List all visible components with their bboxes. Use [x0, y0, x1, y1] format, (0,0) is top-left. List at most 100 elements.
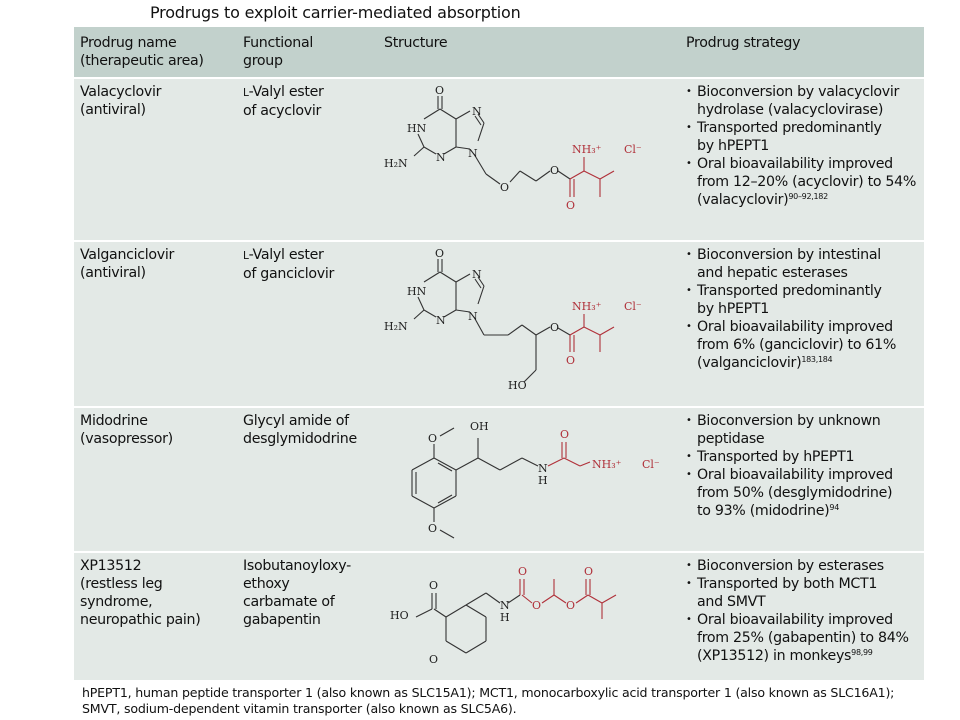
list-item: Bioconversion by intestinal and hepatic e…: [686, 246, 924, 282]
table-row: Valacyclovir (antiviral) L-Valyl ester o…: [74, 79, 924, 240]
atom-label: O: [428, 432, 437, 445]
group-text: -Valyl ester: [248, 84, 324, 100]
header-prodrug-strategy: Prodrug strategy: [686, 35, 801, 51]
strategy-text: Oral bioavailability improved: [697, 612, 893, 628]
group-line: gabapentin: [243, 612, 321, 628]
atom-label: N: [500, 599, 510, 612]
atom-label: O: [550, 321, 559, 334]
atom-label: O: [566, 599, 575, 612]
atom-label: HN: [407, 122, 427, 135]
name-line: XP13512: [80, 558, 142, 574]
strategy-text: Bioconversion by unknown: [697, 413, 881, 429]
xp13512-structure: HO O N H O O O: [390, 565, 617, 666]
group-line: of ganciclovir: [243, 266, 335, 282]
midodrine-structure: O O OH N H O NH₃⁺ Cl⁻: [411, 420, 660, 539]
group-line: ethoxy: [243, 576, 290, 592]
atom-label: H₂N: [384, 320, 408, 333]
list-item: Transported by hPEPT1: [686, 448, 924, 466]
header-text: Functional: [243, 35, 313, 51]
atom-label: O: [584, 565, 593, 578]
strategy-text-part: (XP13512) in monkeys: [697, 648, 852, 664]
prodrug-name: Valacyclovir (antiviral): [80, 83, 230, 119]
strategy-text: Oral bioavailability improved: [697, 319, 893, 335]
atom-label: OH: [470, 420, 489, 433]
valacyclovir-structure: O HN N N N H₂N O O O NH₃⁺: [384, 84, 642, 212]
strategy-text: Bioconversion by valacyclovir: [697, 84, 900, 100]
page-title: Prodrugs to exploit carrier-mediated abs…: [150, 3, 521, 22]
strategy-text: Transported by hPEPT1: [697, 449, 855, 465]
list-item: Bioconversion by esterases: [686, 557, 924, 575]
footnote-line: hPEPT1, human peptide transporter 1 (als…: [82, 685, 895, 700]
strategy-list: Bioconversion by esterases Transported b…: [686, 557, 924, 665]
functional-group: Glycyl amide of desglymidodrine: [243, 412, 393, 448]
name-line: Midodrine: [80, 413, 148, 429]
functional-group: L-Valyl ester of acyclovir: [243, 83, 393, 120]
group-line: carbamate of: [243, 594, 335, 610]
atom-label: O: [429, 579, 438, 592]
name-line: (antiviral): [80, 265, 146, 281]
atom-label: N: [436, 314, 446, 327]
table-row: Midodrine (vasopressor) Glycyl amide of …: [74, 408, 924, 551]
atom-label: HN: [407, 285, 427, 298]
atom-label: O: [566, 354, 575, 367]
atom-label: N: [436, 151, 446, 164]
atom-label: O: [550, 164, 559, 177]
functional-group: Isobutanoyloxy- ethoxy carbamate of gaba…: [243, 557, 393, 629]
name-line: (antiviral): [80, 102, 146, 118]
atom-label: O: [435, 247, 444, 260]
name-line: Valacyclovir: [80, 84, 162, 100]
strategy-text: Bioconversion by esterases: [697, 558, 884, 574]
header-structure: Structure: [384, 35, 448, 51]
atom-label: O: [532, 599, 541, 612]
reference-superscript: 90–92,182: [788, 192, 828, 201]
group-line: L-Valyl ester: [243, 246, 393, 265]
atom-label: O: [429, 653, 438, 666]
header-functional-group: Functional group: [243, 34, 393, 70]
list-item: Oral bioavailability improved from 12–20%…: [686, 155, 924, 209]
strategy-text: and hepatic esterases: [697, 265, 848, 281]
name-line: syndrome,: [80, 594, 153, 610]
strategy-text-part: (valganciclovir): [697, 355, 802, 371]
strategy-text: from 12–20% (acyclovir) to 54%: [697, 174, 917, 190]
strategy-text: peptidase: [697, 431, 765, 447]
atom-label: H: [538, 474, 548, 487]
name-line: (vasopressor): [80, 431, 173, 447]
atom-label: Cl⁻: [624, 300, 642, 313]
strategy-text: (XP13512) in monkeys98,99: [697, 647, 924, 665]
atom-label: HO: [390, 609, 409, 622]
list-item: Bioconversion by unknown peptidase: [686, 412, 924, 448]
strategy-text: Oral bioavailability improved: [697, 467, 893, 483]
table-header: Prodrug name (therapeutic area) Function…: [74, 27, 924, 77]
strategy-list: Bioconversion by intestinal and hepatic e…: [686, 246, 924, 372]
valganciclovir-structure: O HN N N N H₂N HO O O NH₃⁺: [384, 247, 642, 392]
strategy-text: by hPEPT1: [697, 301, 769, 317]
table-row: XP13512 (restless leg syndrome, neuropat…: [74, 553, 924, 680]
group-line: Glycyl amide of: [243, 413, 349, 429]
group-text: -Valyl ester: [248, 247, 324, 263]
atom-label: H₂N: [384, 157, 408, 170]
prodrug-name: XP13512 (restless leg syndrome, neuropat…: [80, 557, 230, 629]
prodrug-name: Midodrine (vasopressor): [80, 412, 230, 448]
atom-label: Cl⁻: [642, 458, 660, 471]
name-line: neuropathic pain): [80, 612, 201, 628]
prodrug-strategy: Bioconversion by unknown peptidase Transp…: [686, 412, 924, 520]
atom-label: N: [472, 268, 482, 281]
strategy-text: Bioconversion by intestinal: [697, 247, 881, 263]
atom-label: O: [500, 181, 509, 194]
strategy-text: and SMVT: [697, 594, 766, 610]
footnote-line: SMVT, sodium-dependent vitamin transport…: [82, 701, 517, 716]
strategy-text: (valacyclovir)90–92,182: [697, 191, 924, 209]
reference-superscript: 183,184: [801, 355, 833, 364]
strategy-text: Oral bioavailability improved: [697, 156, 893, 172]
name-line: (restless leg: [80, 576, 163, 592]
strategy-text: to 93% (midodrine)94: [697, 502, 924, 520]
strategy-text: by hPEPT1: [697, 138, 769, 154]
atom-label: N: [468, 147, 478, 160]
prodrug-name: Valganciclovir (antiviral): [80, 246, 230, 282]
